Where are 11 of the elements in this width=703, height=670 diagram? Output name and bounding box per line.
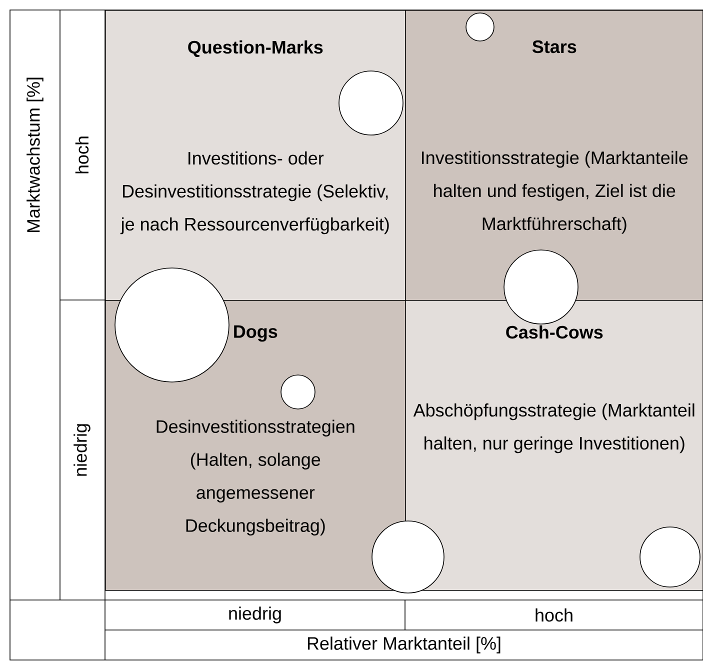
quadrant-box: Stars Investitionsstrategie (Marktanteile halten und festigen, Ziel ist die Marktführerschaft) <box>405 10 703 301</box>
bubble <box>504 250 578 324</box>
axis-label: niedrig <box>74 424 90 476</box>
bubble <box>372 520 444 594</box>
quadrant-box: Question-Marks Investitions- oder Desinvestitionsstrategie (Selektiv, je nach Ressourcenverfügbarkeit) <box>105 10 406 301</box>
axis-label: Marktwachstum [%] <box>26 78 44 232</box>
axis-label: Relativer Marktanteil [%] <box>308 636 500 654</box>
axis-label: hoch <box>536 608 572 622</box>
bubble <box>114 268 230 382</box>
axis-label: hoch <box>75 136 89 174</box>
quadrant-box: Cash-Cows Abschöpfungsstrategie (Marktanteil halten, nur geringe Investitionen) <box>405 300 703 591</box>
